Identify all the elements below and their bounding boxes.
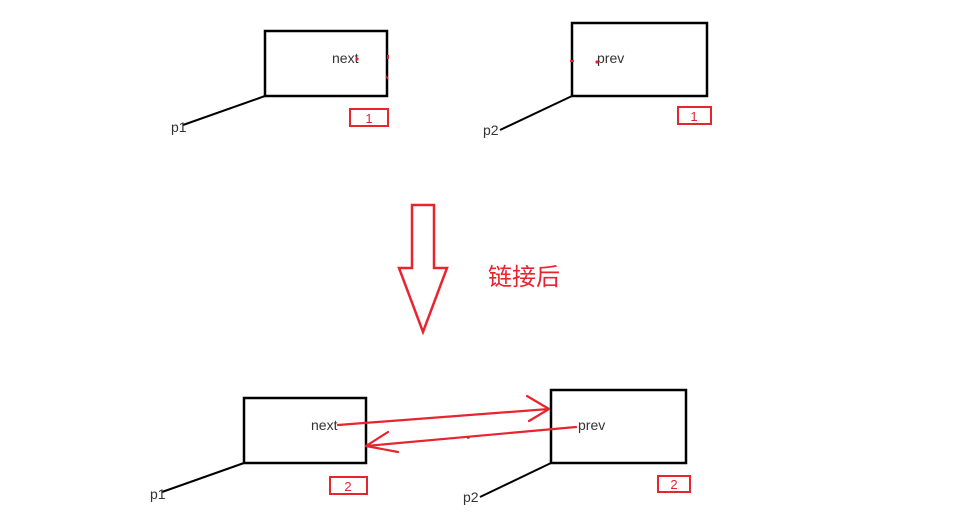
before-p1-label: p1 xyxy=(171,119,187,135)
before-node2-badge: 1 xyxy=(690,109,697,124)
transition-caption: 链接后 xyxy=(488,263,560,291)
after-node2-box xyxy=(549,388,688,465)
before-node1-pointer-dot xyxy=(355,57,359,61)
after-node1-field-label: next xyxy=(311,417,338,433)
after-p1-pointer-line xyxy=(161,462,245,493)
before-p1-pointer-line xyxy=(182,95,266,126)
after-p2-label: p2 xyxy=(463,489,479,505)
after-p2-pointer-line xyxy=(479,462,552,498)
after-node1-badge-box xyxy=(329,476,368,495)
before-node2-field-label: prev xyxy=(597,50,624,66)
down-arrow-icon xyxy=(397,203,449,336)
before-node1-badge-box xyxy=(349,108,389,127)
prev-to-next-arrow xyxy=(364,425,578,454)
after-node2-badge: 2 xyxy=(670,477,677,492)
before-p2-pointer-line xyxy=(499,95,573,131)
next-to-prev-arrow xyxy=(336,394,551,427)
before-node1-badge: 1 xyxy=(365,111,372,126)
after-node2-badge-box xyxy=(657,475,691,493)
before-node2-pointer-dot xyxy=(595,60,599,64)
before-p2-label: p2 xyxy=(483,122,499,138)
before-node2-badge-box xyxy=(677,106,712,125)
before-node1-box xyxy=(263,29,389,98)
before-node1-edge-mark-2 xyxy=(385,75,389,80)
after-node2-field-label: prev xyxy=(578,417,605,433)
after-node1-badge: 2 xyxy=(344,479,351,494)
before-node2-box xyxy=(570,21,709,98)
after-node1-box xyxy=(242,396,368,465)
before-node1-field-label: next xyxy=(332,50,359,66)
after-p1-label: p1 xyxy=(150,486,166,502)
